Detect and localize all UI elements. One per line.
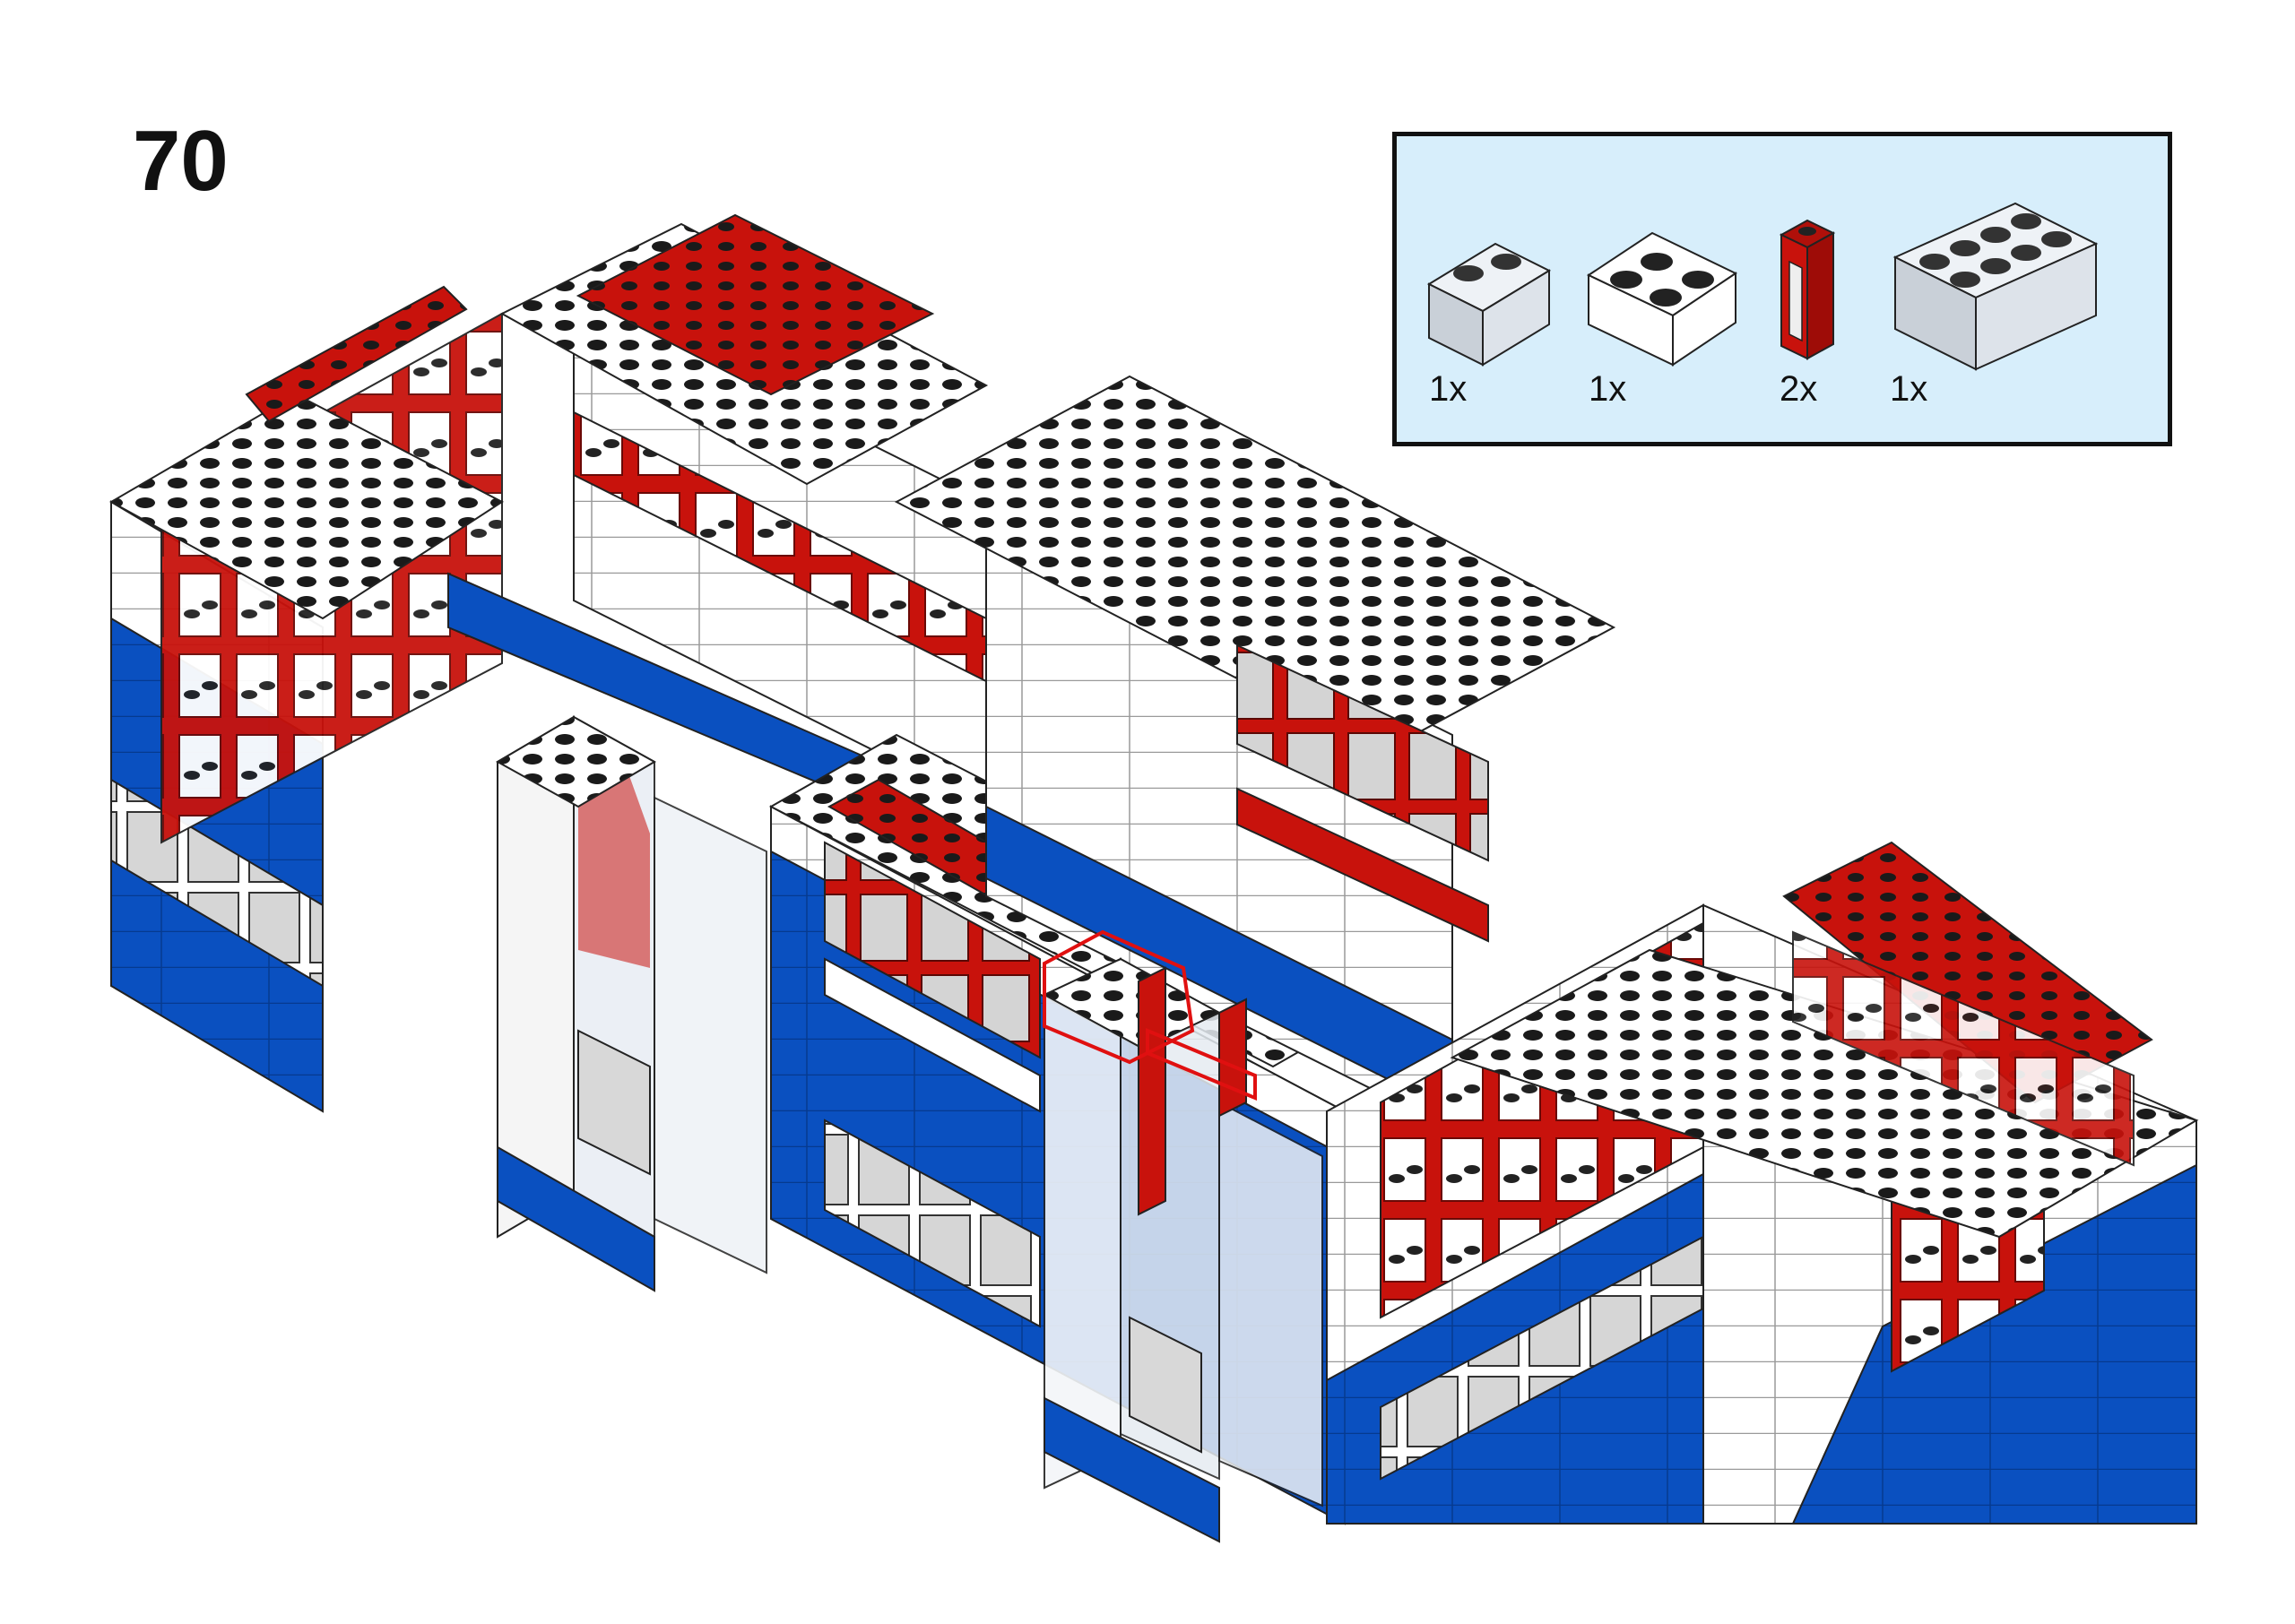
right-wing [1326,841,2199,1525]
rear-wing [447,213,989,817]
part-quantity-2: 1x [1589,369,1627,409]
part-quantity-4: 1x [1890,369,1928,409]
white-2x2-brick-icon [1586,231,1738,367]
trans-clear-2x4-brick-icon [1892,202,2099,371]
trans-clear-1x2-brick-icon [1426,242,1552,367]
parts-list-panel: 1x 1x 2x 1x [1392,132,2172,446]
parts-illustrations [1426,202,2099,371]
part-quantity-3: 2x [1780,369,1818,409]
part-quantity-1: 1x [1429,369,1468,409]
center-entrance-tower [1042,929,1323,1543]
left-wing [108,285,504,1113]
step-number: 70 [133,113,229,209]
red-1x1x3-window-frame-icon [1779,219,1836,360]
middle-wall [894,375,1616,1131]
left-entrance-tower [495,715,767,1292]
